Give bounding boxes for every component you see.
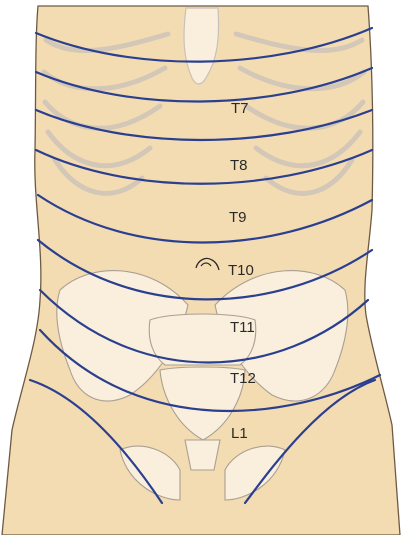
label-t11: T11 [230,319,255,336]
label-t10: T10 [228,262,254,279]
label-t12: T12 [230,370,256,387]
label-t8: T8 [230,157,248,174]
label-l1: L1 [231,425,248,442]
label-t7: T7 [231,100,249,117]
label-t9: T9 [229,209,247,226]
